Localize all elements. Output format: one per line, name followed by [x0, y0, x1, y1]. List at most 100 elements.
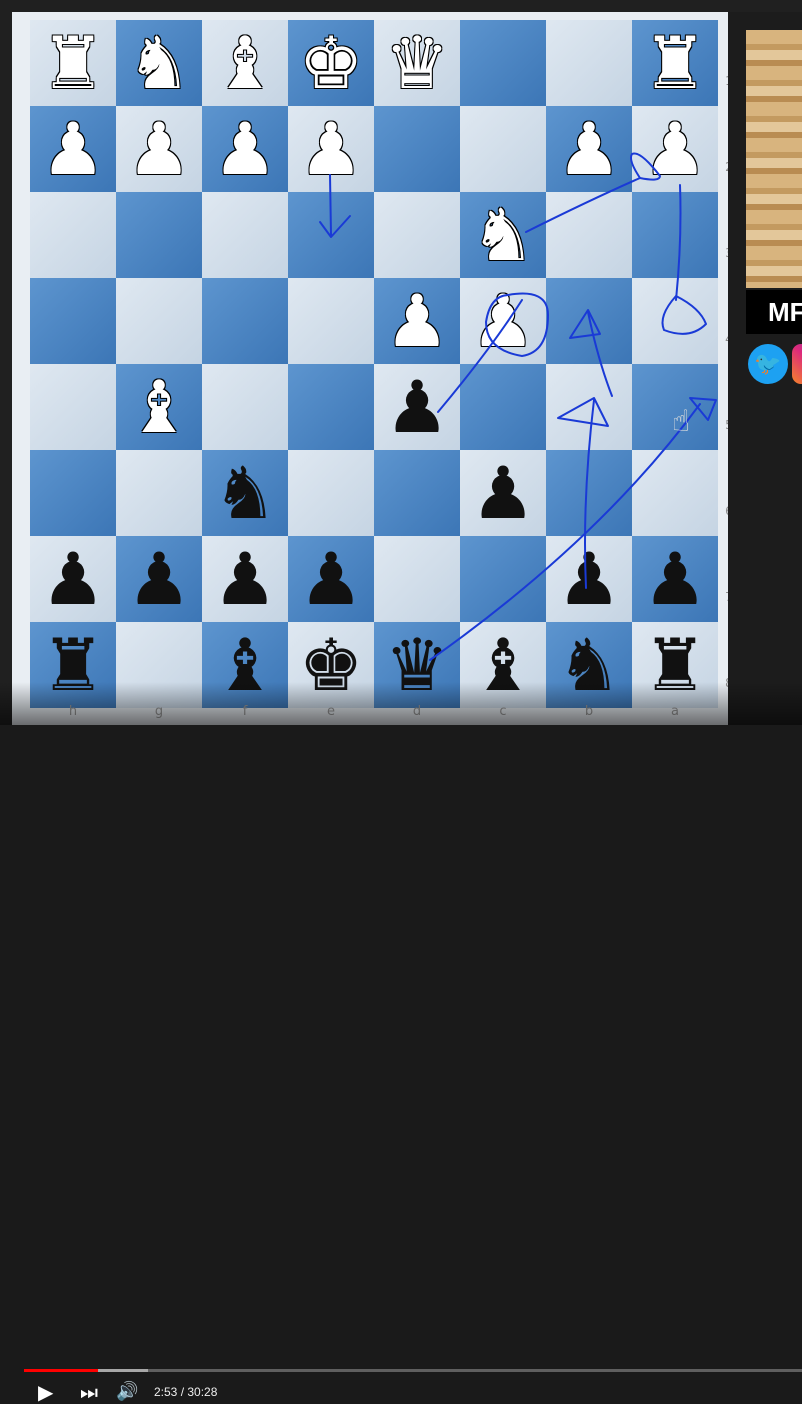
black-n-piece: ♞: [212, 451, 278, 535]
white-p-piece: ♟: [126, 107, 192, 191]
progress-played: [24, 1369, 98, 1372]
white-p-piece: ♟: [212, 107, 278, 191]
black-p-piece: ♟: [298, 537, 364, 621]
square-e4: [288, 278, 374, 364]
square-f6: ♞: [202, 450, 288, 536]
time-display: 2:53 / 30:28: [154, 1385, 217, 1399]
square-a1: ♜: [632, 20, 718, 106]
white-n-piece: ♞: [470, 193, 536, 277]
square-h1: ♜: [30, 20, 116, 106]
square-g6: [116, 450, 202, 536]
square-h7: ♟: [30, 536, 116, 622]
square-h2: ♟: [30, 106, 116, 192]
square-d2: [374, 106, 460, 192]
square-g1: ♞: [116, 20, 202, 106]
square-b5: [546, 364, 632, 450]
square-g3: [116, 192, 202, 278]
square-g7: ♟: [116, 536, 202, 622]
streamer-name-banner: MF: [746, 290, 802, 334]
white-p-piece: ♟: [40, 107, 106, 191]
white-b-piece: ♝: [126, 365, 192, 449]
volume-icon[interactable]: 🔊: [116, 1381, 139, 1402]
play-icon[interactable]: ▶: [38, 1380, 54, 1404]
white-p-piece: ♟: [470, 279, 536, 363]
black-p-piece: ♟: [126, 537, 192, 621]
square-c4: ♟: [460, 278, 546, 364]
square-d1: ♛: [374, 20, 460, 106]
square-d7: [374, 536, 460, 622]
square-a4: [632, 278, 718, 364]
twitter-icon: 🐦: [748, 344, 788, 384]
square-g2: ♟: [116, 106, 202, 192]
square-b7: ♟: [546, 536, 632, 622]
square-e2: ♟: [288, 106, 374, 192]
progress-bar[interactable]: [24, 1369, 802, 1372]
next-icon[interactable]: ⏭: [80, 1380, 98, 1404]
square-f5: [202, 364, 288, 450]
white-p-piece: ♟: [298, 107, 364, 191]
instagram-icon: [792, 344, 802, 384]
chess-board-frame: ♜♞♝♚♛♜♟♟♟♟♟♟♞♟♟♝♟♞♟♟♟♟♟♟♟♜♝♚♛♝♞♜12345678…: [12, 12, 733, 725]
square-h3: [30, 192, 116, 278]
square-h4: [30, 278, 116, 364]
square-e3: [288, 192, 374, 278]
square-c2: [460, 106, 546, 192]
square-f3: [202, 192, 288, 278]
square-a2: ♟: [632, 106, 718, 192]
square-b4: [546, 278, 632, 364]
square-c3: ♞: [460, 192, 546, 278]
square-a7: ♟: [632, 536, 718, 622]
social-icons: 🐦: [748, 344, 802, 388]
square-f7: ♟: [202, 536, 288, 622]
white-n-piece: ♞: [126, 21, 192, 105]
square-f4: [202, 278, 288, 364]
streamer-name-text: MF: [768, 296, 802, 327]
black-p-piece: ♟: [470, 451, 536, 535]
square-d6: [374, 450, 460, 536]
square-b6: [546, 450, 632, 536]
square-b1: [546, 20, 632, 106]
black-p-piece: ♟: [556, 537, 622, 621]
hand-cursor-icon: ☝: [672, 404, 691, 439]
square-e5: [288, 364, 374, 450]
square-d3: [374, 192, 460, 278]
white-p-piece: ♟: [556, 107, 622, 191]
square-a3: [632, 192, 718, 278]
black-p-piece: ♟: [212, 537, 278, 621]
square-h5: [30, 364, 116, 450]
square-e7: ♟: [288, 536, 374, 622]
square-c5: [460, 364, 546, 450]
white-b-piece: ♝: [212, 21, 278, 105]
square-b3: [546, 192, 632, 278]
square-g5: ♝: [116, 364, 202, 450]
current-time: 2:53: [154, 1385, 178, 1399]
time-separator: /: [177, 1385, 188, 1399]
black-p-piece: ♟: [40, 537, 106, 621]
white-p-piece: ♟: [642, 107, 708, 191]
square-f2: ♟: [202, 106, 288, 192]
square-c6: ♟: [460, 450, 546, 536]
webcam-sidebar: MF 🐦: [728, 12, 802, 725]
square-d4: ♟: [374, 278, 460, 364]
square-g4: [116, 278, 202, 364]
black-p-piece: ♟: [642, 537, 708, 621]
white-r-piece: ♜: [642, 21, 708, 105]
square-c7: [460, 536, 546, 622]
player-controls: ▶ ⏭ 🔊 2:53 / 30:28: [0, 682, 802, 1404]
square-f1: ♝: [202, 20, 288, 106]
duration: 30:28: [187, 1385, 218, 1399]
square-a6: [632, 450, 718, 536]
chess-board: ♜♞♝♚♛♜♟♟♟♟♟♟♞♟♟♝♟♞♟♟♟♟♟♟♟♜♝♚♛♝♞♜12345678…: [30, 20, 733, 719]
square-d5: ♟: [374, 364, 460, 450]
square-b2: ♟: [546, 106, 632, 192]
white-r-piece: ♜: [40, 21, 106, 105]
webcam-background: [746, 30, 802, 288]
black-p-piece: ♟: [384, 365, 450, 449]
square-e1: ♚: [288, 20, 374, 106]
square-h6: [30, 450, 116, 536]
white-k-piece: ♚: [298, 21, 364, 105]
square-e6: [288, 450, 374, 536]
square-c1: [460, 20, 546, 106]
white-q-piece: ♛: [384, 21, 450, 105]
